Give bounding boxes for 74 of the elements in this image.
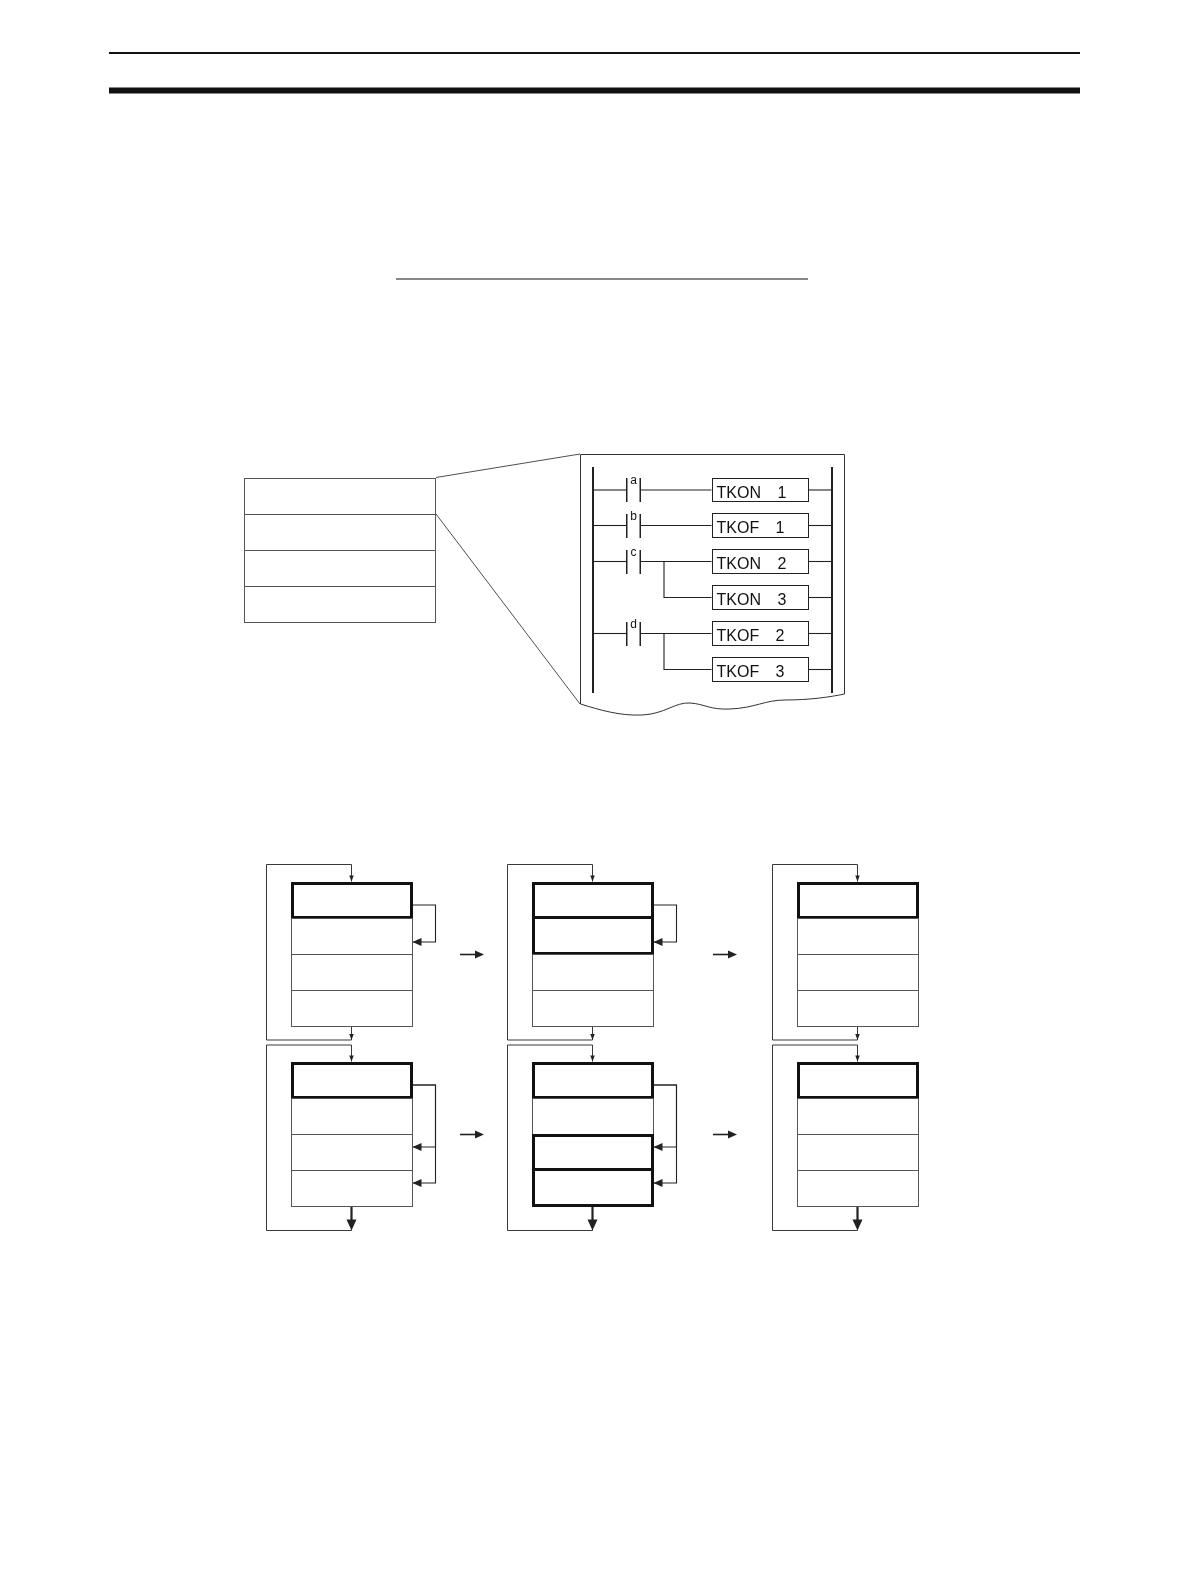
program-block xyxy=(290,1169,413,1207)
highlighted-program-block xyxy=(290,1061,413,1099)
normally-open-contact xyxy=(626,617,641,646)
instruction-box xyxy=(711,513,809,538)
program-block xyxy=(290,1097,413,1135)
program-block-stack xyxy=(531,1061,654,1207)
rung-wire xyxy=(807,596,832,599)
bracket-arrow xyxy=(652,1084,678,1187)
rung-wire xyxy=(807,668,832,671)
program-block xyxy=(290,953,413,991)
program-block xyxy=(796,1097,919,1135)
program-block xyxy=(796,989,919,1027)
rung-wire xyxy=(640,560,713,599)
highlighted-program-block xyxy=(531,1169,654,1207)
contact-label: c xyxy=(629,545,638,558)
contact-label: b xyxy=(629,509,638,522)
rung-wire xyxy=(640,632,713,671)
program-block xyxy=(796,1169,919,1207)
instruction-text: TKON 1 xyxy=(716,484,787,501)
bracket-arrow xyxy=(411,1084,437,1187)
program-block-stack xyxy=(796,881,919,1027)
program-block xyxy=(244,513,436,551)
program-block xyxy=(244,549,436,587)
instruction-box xyxy=(711,477,809,503)
rung-wire xyxy=(593,489,627,491)
instruction-box xyxy=(711,549,809,574)
contact-label: a xyxy=(629,474,638,486)
highlighted-program-block xyxy=(531,917,654,955)
zoom-line xyxy=(435,453,581,478)
rung-wire xyxy=(640,524,713,527)
contact-label: d xyxy=(629,617,638,630)
instruction-text: TKON 3 xyxy=(716,592,787,609)
rung-wire xyxy=(807,524,832,527)
highlighted-program-block xyxy=(531,881,654,919)
instruction-text: TKON 2 xyxy=(716,556,787,573)
program-block xyxy=(531,1097,654,1135)
instruction-text: TKOF 2 xyxy=(716,628,785,645)
rung-wire xyxy=(593,524,627,527)
rung-wire xyxy=(640,489,713,491)
instruction-text: TKOF 3 xyxy=(716,664,785,681)
program-block xyxy=(244,585,436,623)
instruction-box xyxy=(711,657,809,682)
program-block-stack xyxy=(290,1061,413,1207)
normally-open-contact xyxy=(626,474,641,502)
program-block xyxy=(531,953,654,991)
program-block xyxy=(531,989,654,1027)
normally-open-contact xyxy=(626,509,641,538)
rung-wire xyxy=(593,632,627,635)
bracket-arrow xyxy=(411,904,437,946)
program-block xyxy=(290,1133,413,1171)
instruction-box xyxy=(711,621,809,646)
program-block xyxy=(290,917,413,955)
program-block xyxy=(796,917,919,955)
highlighted-program-block xyxy=(531,1133,654,1171)
instruction-text: TKOF 1 xyxy=(716,520,785,537)
rung-wire xyxy=(807,489,832,491)
program-block xyxy=(796,1133,919,1171)
highlighted-program-block xyxy=(796,1061,919,1099)
highlighted-program-block xyxy=(796,881,919,919)
program-block-stack xyxy=(290,881,413,1027)
ladder-diagram-panel xyxy=(580,453,845,717)
rung-wire xyxy=(807,632,832,635)
highlighted-program-block xyxy=(290,881,413,919)
program-block-stack xyxy=(796,1061,919,1207)
program-block xyxy=(244,477,436,515)
zoom-line xyxy=(435,513,581,705)
rung-wire xyxy=(807,560,832,563)
bracket-arrow xyxy=(652,904,678,946)
program-block xyxy=(290,989,413,1027)
highlighted-program-block xyxy=(531,1061,654,1099)
program-block-stack xyxy=(531,881,654,1027)
rung-wire xyxy=(593,560,627,563)
instruction-box xyxy=(711,585,809,610)
program-block xyxy=(796,953,919,991)
